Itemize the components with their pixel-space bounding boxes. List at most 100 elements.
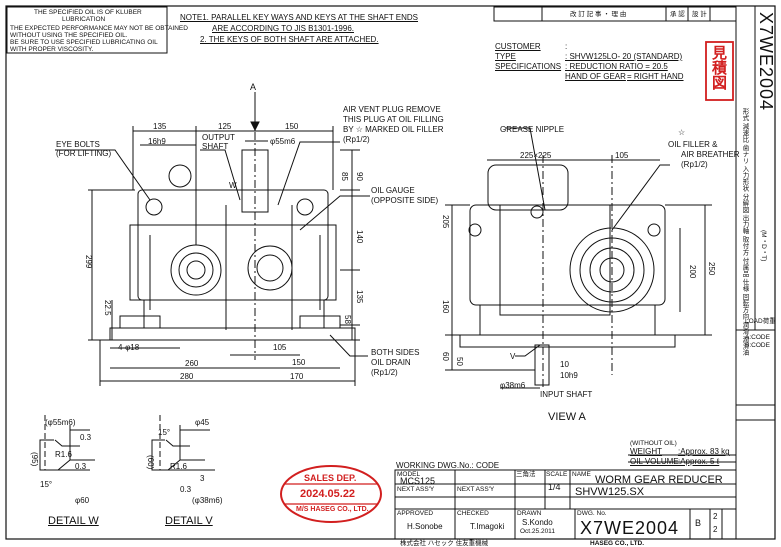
- detail-v-15: 15°: [158, 428, 171, 437]
- revision-approve: 承 認: [670, 11, 685, 18]
- scale-label: SCALE: [546, 471, 568, 478]
- dim-200: 200: [688, 265, 697, 279]
- customer-label: CUSTOMER: [495, 42, 541, 51]
- dim-140: 140: [355, 230, 364, 244]
- kluber-line3: THE EXPECTED PERFORMANCE MAY NOT BE OBTA…: [10, 25, 188, 32]
- name-sub: SHVW125.SX: [575, 486, 645, 498]
- revision-design: 設 計: [692, 11, 707, 18]
- approved-label: APPROVED: [397, 510, 434, 517]
- dim-225x225: 225×225: [520, 151, 552, 160]
- projection: 三角法: [516, 471, 536, 478]
- oil-gauge-1: OIL GAUGE: [371, 186, 415, 195]
- detail-v-38: (φ38m6): [192, 496, 223, 505]
- detail-w-15: 15°: [40, 480, 53, 489]
- kluber-line4: WITHOUT USING THE SPECIFIED OIL.: [10, 32, 128, 39]
- dim-4-18: 4-φ18: [118, 343, 140, 352]
- both-sides-3: (Rp1/2): [371, 368, 398, 377]
- w-mark: W: [229, 181, 237, 190]
- air-vent-2: THIS PLUG AT OIL FILLING: [343, 115, 444, 124]
- type-label: TYPE: [495, 52, 516, 61]
- right-column-text: 形式 減速比 歯ナリ 入力形状 分解図 出力軸 取付方 付属品 仕様 回転方向 …: [741, 108, 748, 356]
- dim-16h9: 16h9: [148, 137, 166, 146]
- detail-w-03a: 0.3: [80, 433, 92, 442]
- oil-filler-3: (Rp1/2): [681, 160, 708, 169]
- footer-center: HASEG CO., LTD.: [590, 540, 645, 547]
- checked-label: CHECKED: [457, 510, 489, 517]
- v-mark: V: [510, 352, 516, 361]
- dim-135-v: 135: [355, 290, 364, 304]
- spec-label: SPECIFICATIONS: [495, 62, 562, 71]
- dim-10: 10: [560, 360, 569, 369]
- hand-label: HAND OF GEAR: [565, 72, 626, 81]
- detail-v-r16: R1.6: [170, 462, 187, 471]
- right-load: LOAD荷重: [745, 318, 776, 325]
- dim-160: 160: [441, 300, 450, 314]
- detail-w-95: (95): [30, 452, 39, 467]
- right-column-code: (M・D・T): [760, 230, 767, 262]
- name-label: NAME: [572, 471, 591, 478]
- detail-v-title: DETAIL V: [165, 515, 213, 527]
- dwg-no: X7WE2004: [580, 518, 680, 538]
- detail-w-60: φ60: [75, 496, 90, 505]
- revision-header: 改 訂 記 事 ・ 理 由: [570, 11, 627, 18]
- detail-v-03: 0.3: [180, 485, 192, 494]
- dim-22-5: 22.5: [103, 300, 112, 316]
- model-value: MCS125: [400, 476, 436, 486]
- spec-value: : REDUCTION RATIO = 20.5: [565, 62, 668, 71]
- dim-280: 280: [180, 372, 194, 381]
- dim-170: 170: [290, 372, 304, 381]
- next-assy-label: NEXT ASS'Y: [397, 486, 435, 493]
- drawn-name: S.Kondo: [522, 518, 553, 527]
- footer-left: 株式会社 ハセック 住友重機械: [400, 540, 489, 547]
- dim-10h9: 10h9: [560, 371, 578, 380]
- working-dwg: WORKING DWG.No.: CODE: [396, 461, 500, 470]
- output-shaft-label-1: OUTPUT: [202, 133, 235, 142]
- weight-value: :Approx. 83 kg: [678, 447, 730, 456]
- note-1a: NOTE1. PARALLEL KEY WAYS AND KEYS AT THE…: [180, 13, 419, 22]
- weight-label: WEIGHT: [630, 447, 662, 456]
- input-shaft-label: INPUT SHAFT: [540, 390, 593, 399]
- drawn-label: DRAWN: [517, 510, 542, 517]
- oil-gauge-2: (OPPOSITE SIDE): [371, 196, 439, 205]
- detail-w-d55: (φ55m6): [45, 418, 76, 427]
- for-lifting-label: (FOR LIFTING): [56, 149, 112, 158]
- revision-letter: B: [695, 518, 702, 528]
- dim-150-bottom: 150: [292, 358, 306, 367]
- right-opt1: A:CODE: [745, 334, 770, 341]
- detail-v-60: (60): [146, 455, 155, 470]
- model-label: MODEL: [397, 471, 421, 478]
- air-vent-1: AIR VENT PLUG REMOVE: [343, 105, 441, 114]
- sales-stamp-ring: [280, 465, 382, 523]
- sales-stamp-top: SALES DEP.: [304, 473, 357, 483]
- mitsumori-stamp: 見積図: [710, 45, 728, 90]
- note-1b: ARE ACCORDING TO JIS B1301-1996.: [212, 24, 354, 33]
- sheet-of: 2: [713, 525, 718, 534]
- customer-value: :: [565, 42, 568, 51]
- dim-105-r: 105: [615, 151, 629, 160]
- sales-stamp-date: 2024.05.22: [300, 488, 356, 500]
- view-a-title: VIEW A: [548, 411, 586, 423]
- detail-w-title: DETAIL W: [48, 515, 99, 527]
- dim-299: 299: [84, 255, 93, 269]
- oil-volume-value: :Approx. 5 ℓ: [678, 457, 720, 466]
- dwg-no-label: DWG. No.: [577, 510, 607, 517]
- sales-stamp-bottom: M/S HASEG CO., LTD.: [296, 506, 369, 513]
- side-drawing-number: X7WE2004: [756, 12, 776, 112]
- grease-nipple-label: GREASE NIPPLE: [500, 125, 565, 134]
- without-oil: (WITHOUT OIL): [630, 440, 677, 447]
- oil-volume-label: OIL VOLUME: [630, 457, 679, 466]
- drawn-date: Oct.25.2011: [520, 528, 555, 535]
- dim-135: 135: [153, 122, 167, 131]
- star-mark: ☆: [678, 128, 686, 137]
- dim-50: 50: [455, 357, 464, 366]
- dim-58: 58: [343, 315, 352, 324]
- eye-bolts-label: EYE BOLTS: [56, 140, 100, 149]
- detail-w-r16: R1.6: [55, 450, 72, 459]
- air-vent-4: (Rp1/2): [343, 135, 370, 144]
- oil-filler-1: OIL FILLER &: [668, 140, 718, 149]
- dim-38m6: φ38m6: [500, 381, 526, 390]
- detail-w-03b: 0.3: [75, 462, 87, 471]
- detail-v-3: 3: [200, 474, 205, 483]
- dim-125: 125: [218, 122, 232, 131]
